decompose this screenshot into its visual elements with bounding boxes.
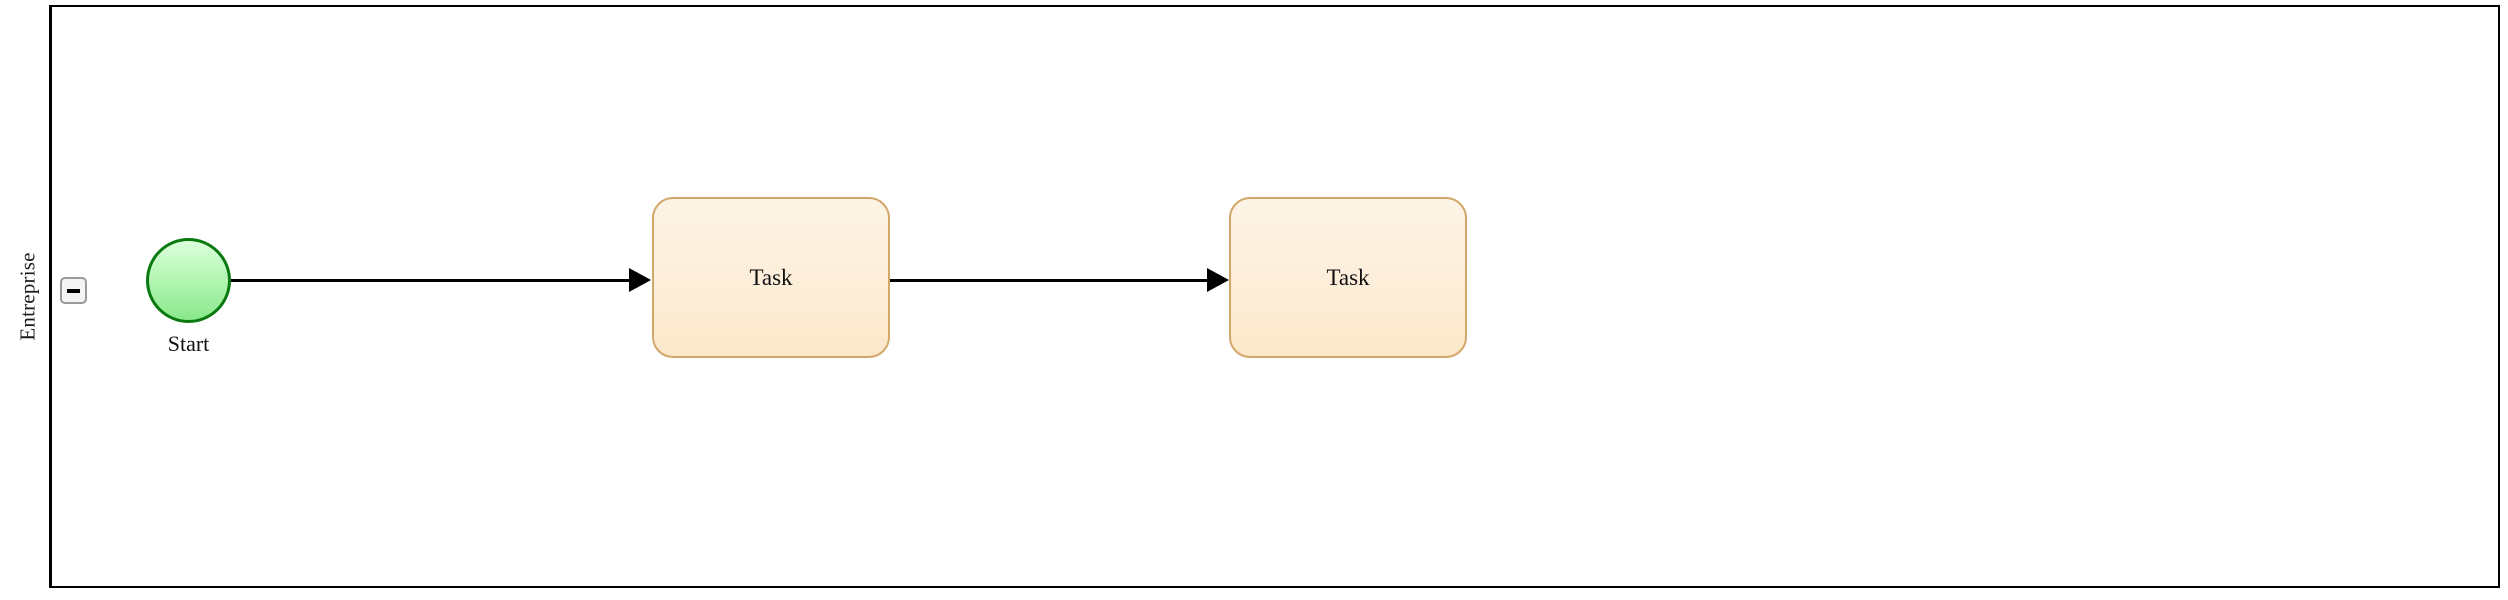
start-event-label: Start <box>167 331 210 356</box>
sequence-flow-1-line[interactable] <box>231 279 631 282</box>
start-event-node[interactable] <box>146 238 231 323</box>
minus-icon <box>67 288 80 293</box>
sequence-flow-2-arrowhead <box>1207 268 1229 292</box>
sequence-flow-1-arrowhead <box>629 268 651 292</box>
collapse-toggle-button[interactable] <box>60 277 87 304</box>
task-node-2-label: Task <box>1326 264 1370 290</box>
task-node-1-label: Task <box>749 264 793 290</box>
sequence-flow-2-line[interactable] <box>890 279 1208 282</box>
task-node-1[interactable]: Task <box>652 197 890 358</box>
lane-header-label: Entreprise <box>15 252 40 341</box>
task-node-2[interactable]: Task <box>1229 197 1467 358</box>
lane-header[interactable]: Entreprise <box>7 5 52 588</box>
